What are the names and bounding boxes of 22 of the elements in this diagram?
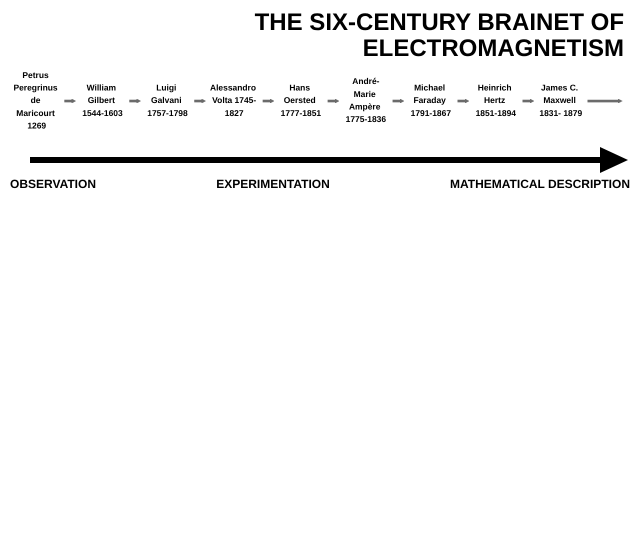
title: THE SIX-CENTURY BRAINET OF ELECTROMAGNETISM [254, 10, 624, 63]
arrow [262, 98, 274, 104]
arrow [522, 98, 534, 104]
axis-label: EXPERIMENTATION [216, 176, 330, 191]
arrow [64, 98, 76, 104]
node-text: Hans Oersted 1777-1851 [280, 83, 322, 118]
axis-label: OBSERVATION [10, 176, 96, 191]
arrow [194, 98, 206, 104]
node-text: Luigi Galvani 1757-1798 [147, 83, 188, 118]
arrow [457, 98, 470, 104]
arrow [392, 98, 404, 104]
node-text: Petrus Peregrinus de Maricourt 1269 [13, 70, 58, 130]
node-text: André-Marie Ampère 1775-1836 [346, 77, 386, 124]
node-text: Heinrich Hertz 1851-1894 [476, 83, 516, 118]
arrow [128, 98, 141, 104]
node-text: James C. Maxwell 1831- 1879 [539, 83, 582, 118]
node-text: William Gilbert 1544-1603 [82, 83, 123, 118]
arrow [327, 98, 340, 104]
arrow [587, 98, 623, 104]
axis-label: MATHEMATICAL DESCRIPTION [450, 176, 630, 191]
node-text: Michael Faraday 1791-1867 [410, 83, 452, 118]
node-text: Alessandro Volta 1745-1827 [210, 83, 256, 118]
